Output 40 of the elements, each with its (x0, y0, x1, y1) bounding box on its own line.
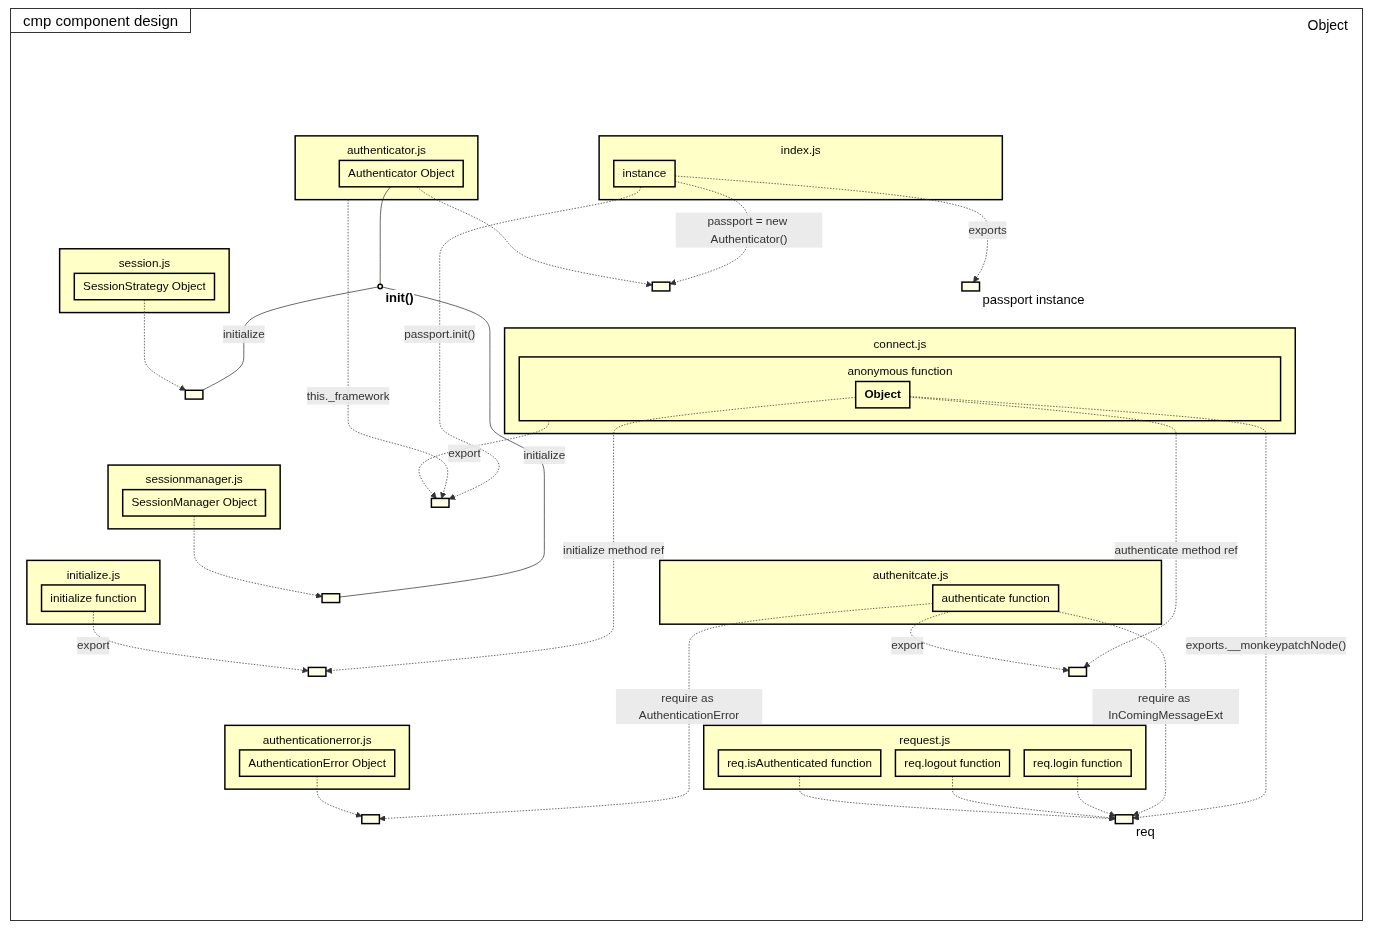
node-box (651, 281, 671, 292)
node-box (430, 497, 450, 508)
node-box: Authenticator Object (338, 159, 464, 188)
interface-label: init() (385, 289, 414, 305)
node-box: instance (613, 159, 676, 188)
node-box (184, 389, 204, 400)
edge-label: this._framework (306, 389, 390, 402)
node-circle (377, 283, 384, 290)
node-box: SessionManager Object (121, 488, 267, 517)
node-box (321, 592, 341, 604)
node-box: Object (854, 380, 911, 409)
edge-label: initialize method ref (563, 543, 665, 557)
edge-label: export (77, 638, 110, 652)
frame-title: cmp component design (11, 9, 192, 33)
node-box: initialize function (40, 583, 146, 612)
edge-label: authenticate method ref (1114, 543, 1238, 557)
edge-label: passport = new Authenticator() (707, 214, 788, 245)
edge-label: initialize (222, 327, 265, 340)
connector (202, 286, 379, 391)
node-box (361, 813, 381, 825)
edge-label: exports (968, 223, 1007, 236)
node-box: req.login function (1023, 748, 1132, 777)
edge-label: require as InComingMessageExt (1108, 691, 1224, 722)
node-box (1068, 666, 1088, 677)
edge-label: initialize (523, 448, 566, 461)
edge-label: export (448, 446, 481, 459)
node-box (1114, 813, 1134, 825)
node-box: SessionStrategy Object (73, 272, 216, 301)
node-box: req.logout function (894, 748, 1011, 777)
node-box (961, 281, 981, 292)
node-box: authenticate function (932, 583, 1060, 612)
edge-label: passport.init() (404, 327, 476, 340)
edge-label: require as AuthenticationError (638, 691, 740, 722)
node-box (307, 666, 327, 677)
edge-label: exports.__monkeypatchNode() (1185, 638, 1347, 652)
connector (379, 186, 391, 285)
node-box: AuthenticationError Object (238, 748, 396, 777)
note-label: Object (1307, 17, 1348, 33)
node-box: req.isAuthenticated function (717, 748, 882, 777)
edge-label: export (891, 638, 924, 652)
